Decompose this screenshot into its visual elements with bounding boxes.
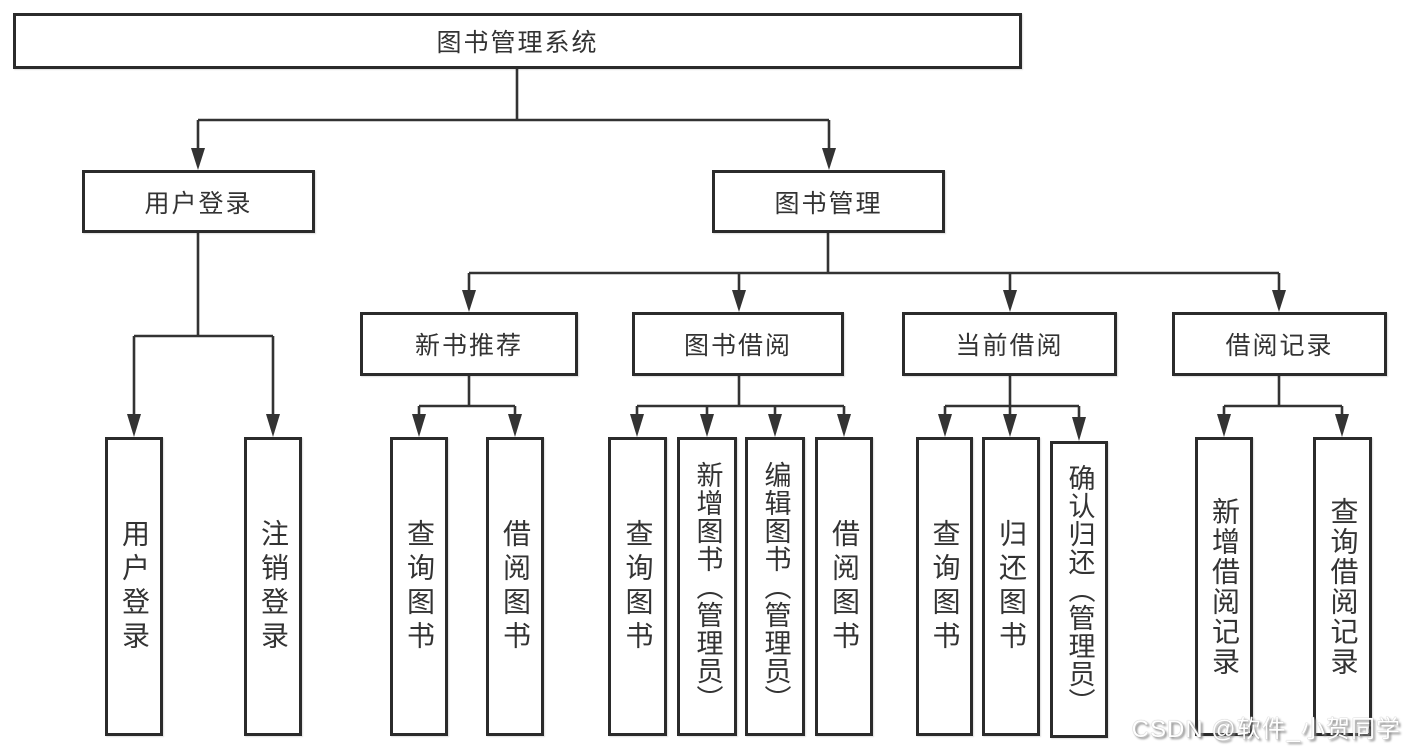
node-label: 归还图书 <box>996 518 1027 655</box>
leaf-edit-book-admin: 编辑图书（管理员） <box>745 437 805 736</box>
node-label: 注销登录 <box>258 518 289 655</box>
leaf-logout-login: 注销登录 <box>244 437 302 736</box>
node-label: 用户登录 <box>144 189 253 218</box>
edge-current-borrow-to-leaves <box>938 376 1086 441</box>
leaf-add-book-admin: 新增图书（管理员） <box>677 437 737 736</box>
node-label: 查询图书 <box>622 518 654 655</box>
node-book-management: 图书管理 <box>712 170 945 233</box>
edge-book-mgmt-to-level3 <box>462 232 1286 312</box>
leaf-query-books-borrow: 查询图书 <box>608 437 667 736</box>
node-label: 新书推荐 <box>414 332 523 360</box>
leaf-add-borrow-record: 新增借阅记录 <box>1195 437 1253 736</box>
node-new-book-recommend: 新书推荐 <box>360 312 578 376</box>
edge-new-book-recommend-to-leaves <box>412 376 522 437</box>
node-label: 查询图书 <box>404 518 435 655</box>
edge-root-to-level2 <box>191 68 836 170</box>
edge-borrow-record-to-leaves <box>1217 376 1349 437</box>
node-label: 借阅图书 <box>500 518 531 655</box>
node-label: 用户登录 <box>119 518 150 655</box>
leaf-confirm-return-admin: 确认归还（管理员） <box>1050 441 1108 738</box>
node-label: 编辑图书（管理员） <box>760 460 791 713</box>
node-book-borrow: 图书借阅 <box>632 312 844 376</box>
node-label: 新增借阅记录 <box>1209 496 1240 677</box>
leaf-borrow-books-recommend: 借阅图书 <box>486 437 544 736</box>
node-label: 图书管理 <box>774 189 883 218</box>
edge-user-login-to-leaves <box>127 232 280 437</box>
node-label: 新增图书（管理员） <box>692 460 723 713</box>
node-label: 图书借阅 <box>683 332 792 360</box>
leaf-user-login: 用户登录 <box>105 437 163 736</box>
node-label: 查询借阅记录 <box>1327 496 1359 677</box>
node-current-borrow: 当前借阅 <box>902 312 1117 376</box>
leaf-query-books-current: 查询图书 <box>916 437 973 736</box>
leaf-query-borrow-record: 查询借阅记录 <box>1313 437 1372 736</box>
node-label: 查询图书 <box>929 518 961 655</box>
node-label: 借阅记录 <box>1225 332 1334 360</box>
edge-book-borrow-to-leaves <box>630 376 851 437</box>
node-library-management-system: 图书管理系统 <box>13 13 1022 69</box>
node-label: 当前借阅 <box>955 332 1064 360</box>
node-user-login: 用户登录 <box>82 170 315 233</box>
leaf-borrow-books: 借阅图书 <box>815 437 873 736</box>
leaf-return-books: 归还图书 <box>982 437 1040 736</box>
node-label: 确认归还（管理员） <box>1064 463 1095 716</box>
node-label: 图书管理系统 <box>436 29 599 57</box>
node-label: 借阅图书 <box>829 518 860 655</box>
node-borrow-records: 借阅记录 <box>1172 312 1387 376</box>
leaf-query-books-recommend: 查询图书 <box>390 437 448 736</box>
